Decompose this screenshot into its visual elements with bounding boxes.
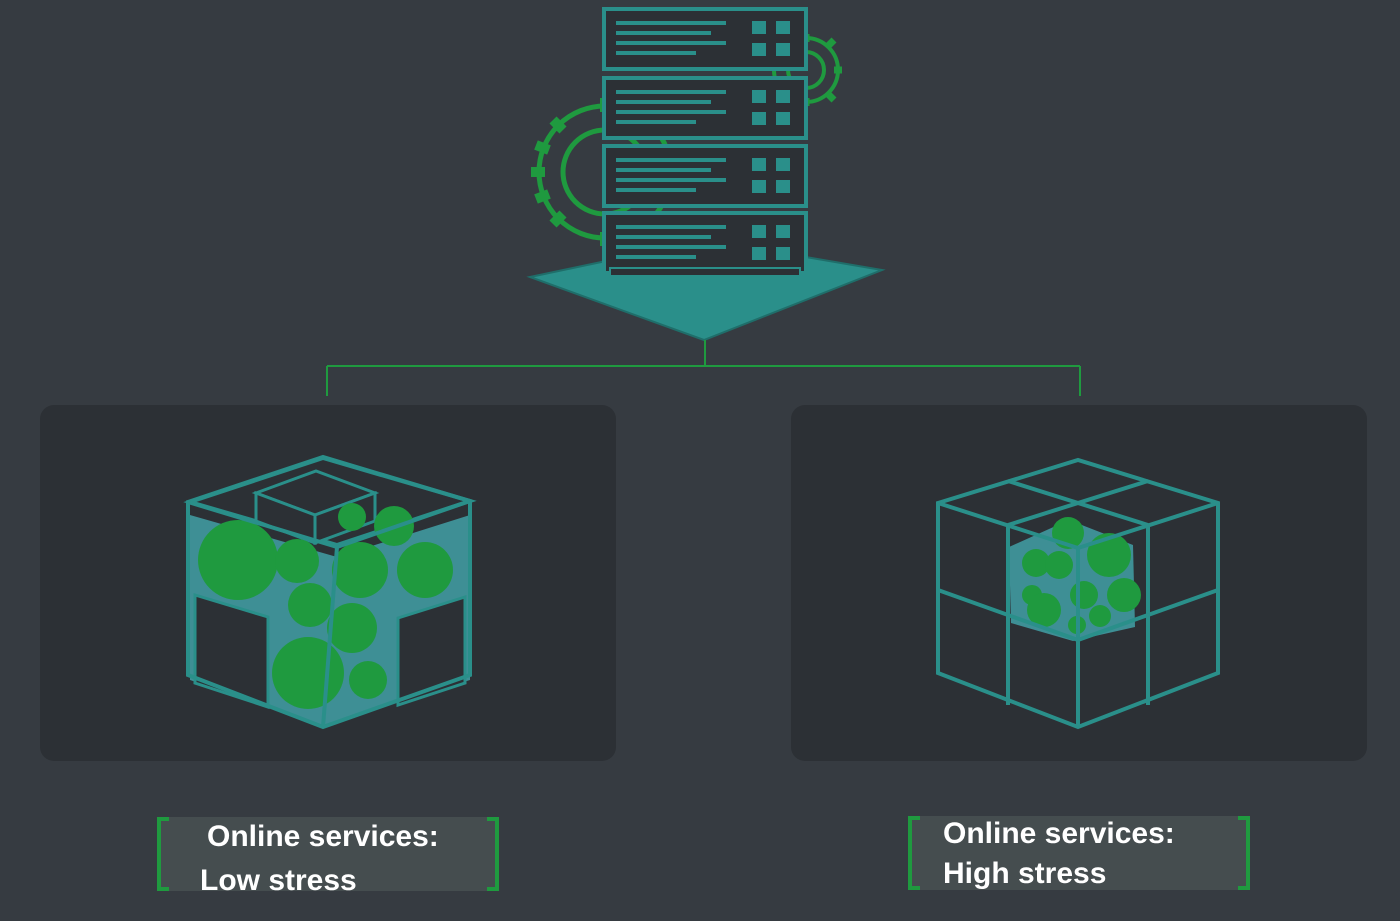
label-line-2: Low stress <box>200 864 357 897</box>
server-stack-icon <box>602 7 808 277</box>
bracket-left <box>157 817 169 891</box>
server-unit <box>602 211 808 275</box>
label-line-2: High stress <box>943 857 1107 890</box>
server-unit <box>602 7 808 71</box>
connector-lines <box>326 340 1081 396</box>
high-stress-panel <box>791 405 1367 761</box>
low-stress-panel <box>40 405 616 761</box>
server-base <box>609 267 801 277</box>
server-unit <box>602 144 808 208</box>
label-line-1: Online services: <box>943 817 1175 850</box>
server-unit <box>602 76 808 140</box>
label-line-1: Online services: <box>207 820 439 853</box>
bracket-right <box>487 817 499 891</box>
high-stress-label: Online services: High stress <box>908 816 1250 890</box>
low-stress-label: Online services: Low stress <box>157 817 499 897</box>
container-cube-icon <box>936 457 1220 730</box>
bracket-left <box>908 816 920 890</box>
container-cube-icon <box>183 454 477 730</box>
bracket-right <box>1238 816 1250 890</box>
